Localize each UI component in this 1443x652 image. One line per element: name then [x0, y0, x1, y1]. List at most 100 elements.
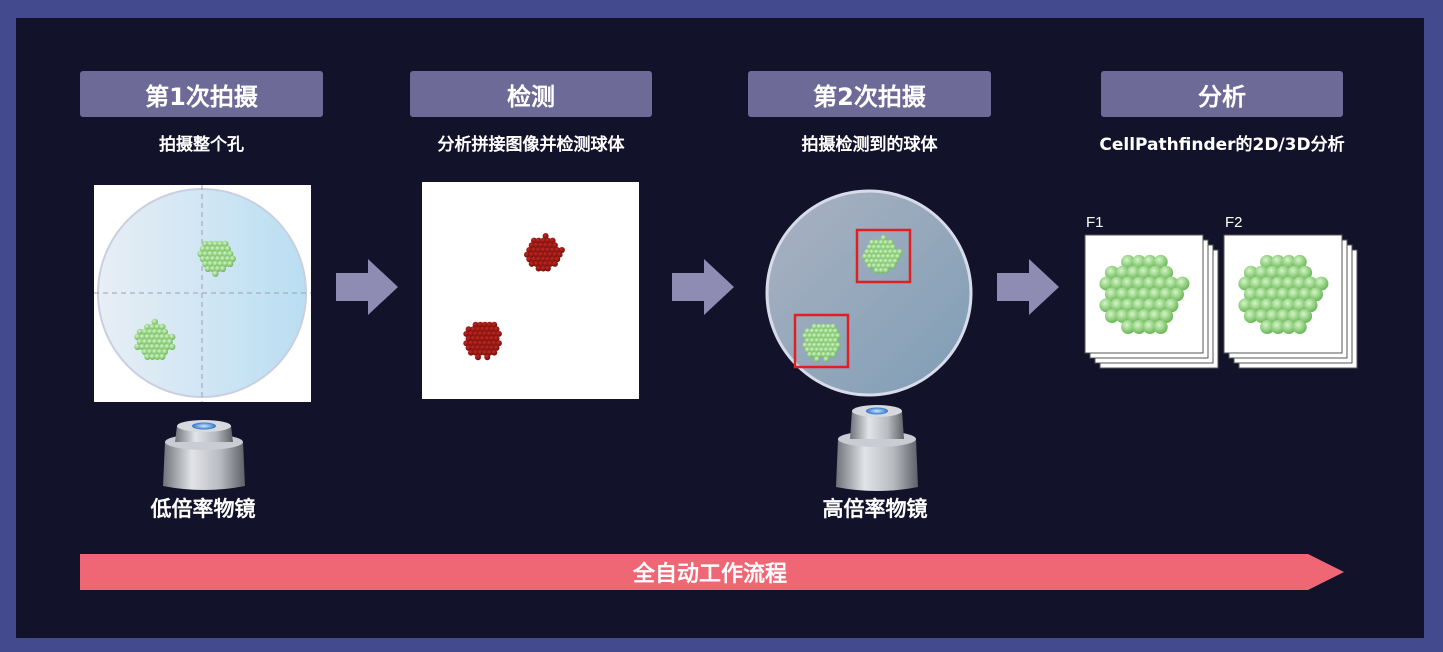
cell — [1292, 298, 1307, 313]
cell — [472, 321, 479, 328]
cell — [889, 262, 896, 269]
cell — [199, 255, 207, 262]
cell — [1148, 265, 1163, 280]
cell — [207, 240, 214, 248]
cell — [159, 323, 166, 331]
cell — [880, 235, 887, 241]
cell — [869, 239, 875, 246]
step-2-title: 检测 — [410, 71, 652, 117]
cell — [141, 348, 149, 355]
cell — [1287, 309, 1302, 324]
spheroid-red — [524, 233, 565, 272]
cell — [864, 258, 871, 265]
cell — [470, 344, 477, 351]
cell — [136, 328, 144, 336]
cell — [1287, 287, 1302, 302]
cell — [1164, 276, 1179, 291]
cell — [1115, 265, 1130, 280]
cell — [892, 249, 899, 255]
cell — [479, 326, 486, 333]
cell — [1142, 254, 1157, 269]
cell — [146, 348, 154, 355]
cell — [1298, 265, 1313, 280]
cell — [554, 256, 561, 263]
high-magnification-objective-label: 高倍率物镜 — [822, 497, 928, 521]
cell — [558, 247, 565, 253]
cell — [472, 349, 479, 356]
cell — [222, 250, 229, 258]
cell — [1243, 265, 1258, 280]
step-1-subtitle: 拍摄整个孔 — [159, 134, 244, 155]
cell — [488, 335, 495, 342]
cell — [491, 321, 498, 328]
cell — [212, 270, 219, 277]
cell — [540, 237, 547, 244]
cell — [1110, 298, 1125, 313]
cell — [544, 237, 551, 244]
cell — [827, 346, 834, 353]
cell — [894, 253, 901, 260]
cell — [830, 323, 837, 330]
cell — [547, 251, 554, 258]
cell — [1164, 298, 1179, 313]
cell — [820, 342, 827, 349]
cell — [495, 330, 502, 337]
cell — [219, 255, 226, 262]
cell — [151, 348, 158, 355]
cell — [134, 343, 141, 350]
cell — [493, 335, 500, 342]
objective-lens-icon — [836, 405, 918, 491]
cell — [224, 245, 231, 253]
cell — [892, 258, 899, 265]
cell — [1260, 320, 1275, 334]
arrow-right-icon — [336, 259, 398, 315]
cell — [465, 335, 472, 342]
cell — [814, 356, 820, 363]
cell — [1281, 298, 1296, 313]
cell — [811, 342, 818, 349]
cell — [209, 255, 217, 262]
cell — [526, 256, 533, 263]
cell — [470, 335, 477, 342]
cell — [481, 330, 488, 337]
cell — [475, 344, 481, 351]
cell — [1254, 265, 1269, 280]
cell — [531, 237, 537, 244]
cell — [1265, 265, 1280, 280]
cell — [1314, 276, 1329, 291]
cell — [820, 332, 827, 339]
cell — [549, 237, 556, 244]
cell — [1271, 320, 1285, 334]
cell — [544, 265, 551, 272]
cell — [869, 258, 875, 265]
cell — [871, 262, 878, 269]
cell — [802, 342, 809, 349]
cell — [214, 265, 221, 272]
whole-well-image — [94, 185, 311, 402]
cell — [204, 265, 212, 272]
cell — [1303, 298, 1318, 313]
cell — [468, 340, 474, 347]
frame-label-f1: F1 — [1086, 214, 1104, 231]
cell — [1303, 276, 1318, 291]
cell — [535, 256, 542, 263]
cell — [807, 351, 813, 358]
frame-label-f2: F2 — [1225, 214, 1243, 231]
cell — [1281, 320, 1296, 334]
cell — [1238, 298, 1253, 313]
cell — [882, 267, 889, 274]
cell — [830, 332, 837, 339]
cell — [1309, 287, 1323, 302]
cell — [144, 353, 151, 360]
cell — [161, 338, 168, 345]
cell — [1153, 276, 1168, 291]
cell — [873, 239, 880, 246]
cell — [878, 249, 885, 255]
cell — [484, 326, 491, 333]
cell — [1121, 276, 1136, 291]
cell — [146, 328, 154, 336]
cell — [804, 337, 811, 344]
cell — [814, 346, 820, 353]
cell — [834, 342, 841, 349]
cell — [814, 328, 820, 335]
